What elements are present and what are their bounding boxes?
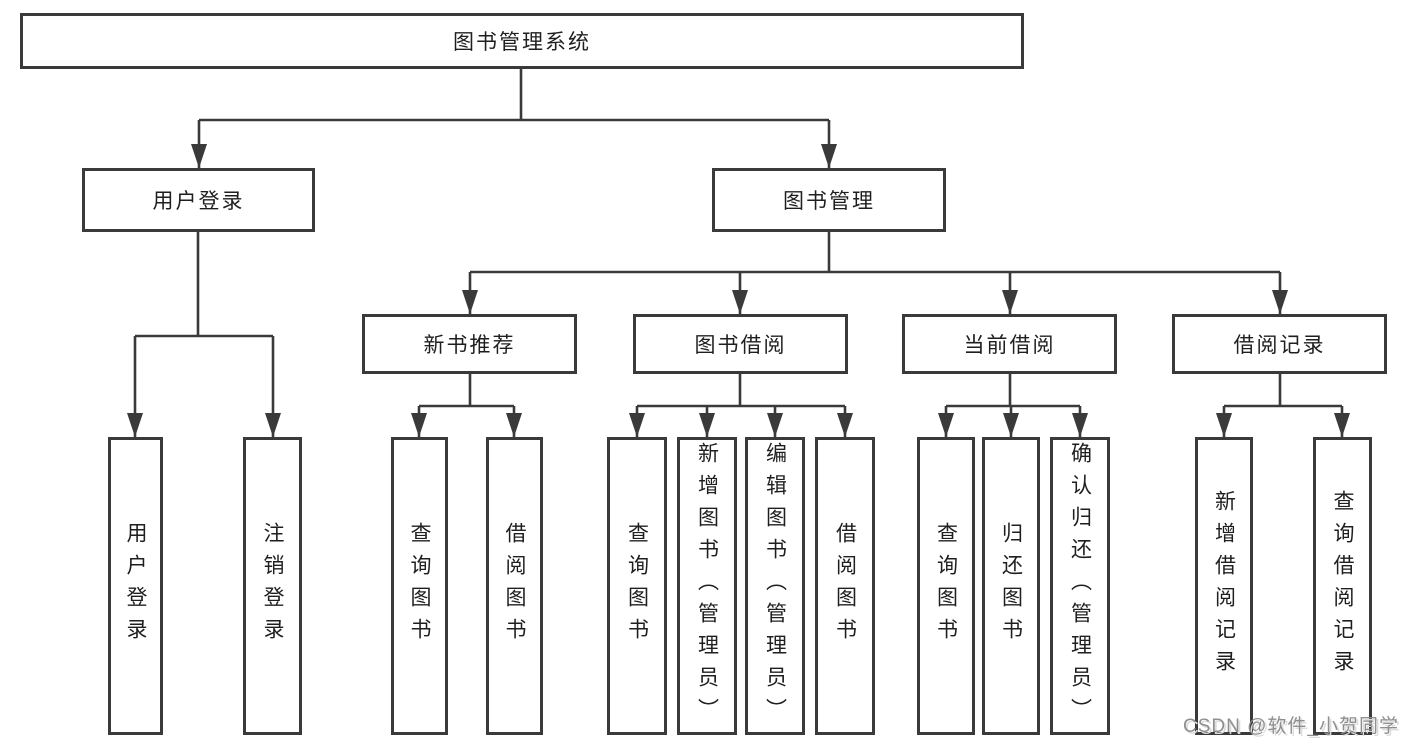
leaf-label: 编辑图书（管理员） bbox=[763, 442, 787, 730]
node-book-borrowing: 图书借阅 bbox=[633, 314, 848, 374]
leaf-label: 查询借阅记录 bbox=[1331, 490, 1354, 682]
leaf-add-books-admin: 新增图书（管理员） bbox=[677, 437, 737, 735]
node-borrowing-records: 借阅记录 bbox=[1172, 314, 1387, 374]
leaf-add-borrow-record: 新增借阅记录 bbox=[1195, 437, 1253, 735]
leaf-label: 注销登录 bbox=[261, 522, 284, 650]
leaf-label: 归还图书 bbox=[999, 522, 1023, 650]
leaf-query-books-current: 查询图书 bbox=[917, 437, 975, 735]
leaf-label: 新增借阅记录 bbox=[1212, 490, 1236, 682]
leaf-query-borrow-record: 查询借阅记录 bbox=[1313, 437, 1372, 735]
leaf-logout: 注销登录 bbox=[243, 437, 302, 735]
leaf-label: 查询图书 bbox=[625, 522, 649, 650]
leaf-borrow-books-recommend: 借阅图书 bbox=[486, 437, 543, 735]
csdn-watermark: CSDN @软件_小贺同学 bbox=[1183, 716, 1399, 737]
leaf-borrow-books: 借阅图书 bbox=[815, 437, 875, 735]
leaf-user-login: 用户登录 bbox=[108, 437, 163, 735]
leaf-query-books-recommend: 查询图书 bbox=[391, 437, 448, 735]
leaf-return-books: 归还图书 bbox=[982, 437, 1040, 735]
leaf-label: 借阅图书 bbox=[503, 522, 526, 650]
leaf-label: 查询图书 bbox=[934, 522, 958, 650]
leaf-confirm-return-admin: 确认归还（管理员） bbox=[1050, 437, 1110, 735]
node-current-borrowing: 当前借阅 bbox=[902, 314, 1117, 374]
node-user-login: 用户登录 bbox=[82, 168, 315, 232]
node-new-book-recommendation: 新书推荐 bbox=[362, 314, 577, 374]
leaf-label: 用户登录 bbox=[124, 522, 147, 650]
leaf-label: 确认归还（管理员） bbox=[1068, 442, 1092, 730]
leaf-label: 新增图书（管理员） bbox=[695, 442, 719, 730]
leaf-label: 借阅图书 bbox=[833, 522, 857, 650]
leaf-label: 查询图书 bbox=[408, 522, 431, 650]
leaf-query-books-borrowing: 查询图书 bbox=[607, 437, 667, 735]
node-library-management-system: 图书管理系统 bbox=[20, 13, 1024, 69]
node-book-management: 图书管理 bbox=[712, 168, 946, 232]
leaf-edit-books-admin: 编辑图书（管理员） bbox=[745, 437, 805, 735]
